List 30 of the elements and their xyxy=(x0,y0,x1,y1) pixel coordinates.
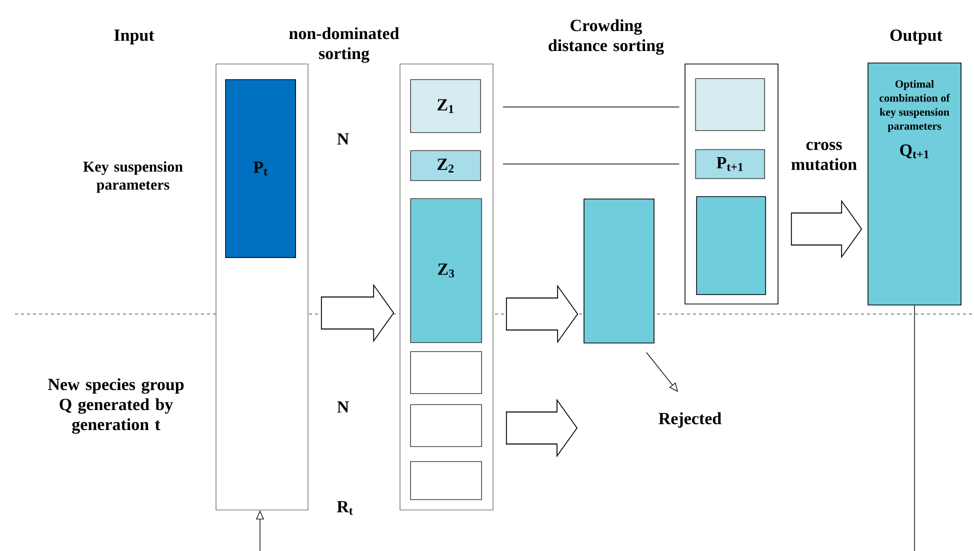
bar-box: Z$_{1}$ xyxy=(410,79,481,133)
bar-box: P$_{t+1}$ xyxy=(695,149,765,179)
text-label: N xyxy=(337,401,349,413)
node-text: Rejected xyxy=(658,412,722,428)
bar-box xyxy=(696,196,766,295)
text-label: non-dominated sorting xyxy=(289,27,400,63)
text-label: Input xyxy=(114,30,154,44)
bar-box: P$_{t}$ xyxy=(225,79,296,258)
output-box: Optimal combination of key suspension parameters Q$_{t+1}$ xyxy=(868,62,962,306)
bar-box: Z$_{2}$ xyxy=(410,150,481,181)
text-label: Output xyxy=(890,30,942,44)
block-arrow xyxy=(790,200,862,258)
text-label: Key suspension parameters xyxy=(83,161,183,193)
block-arrow xyxy=(506,284,578,344)
arrow xyxy=(646,352,678,392)
node-label: R$_{t}$ xyxy=(336,501,353,515)
text-label: New species group Q generated by generation t xyxy=(48,378,184,434)
text-label: Crowding distance sorting xyxy=(548,19,664,55)
text-label: N xyxy=(337,133,349,145)
block-arrow xyxy=(506,398,578,458)
connector-line xyxy=(914,305,915,551)
text-label: cross mutation xyxy=(791,142,857,170)
bar-box xyxy=(584,198,654,344)
bar-box xyxy=(695,78,765,131)
bar-box: Z$_{3}$ xyxy=(410,198,482,343)
bar-box xyxy=(410,351,482,394)
block-arrow xyxy=(320,284,394,342)
bar-box xyxy=(410,461,482,500)
connector-line xyxy=(502,106,680,108)
bar-box xyxy=(410,404,482,447)
